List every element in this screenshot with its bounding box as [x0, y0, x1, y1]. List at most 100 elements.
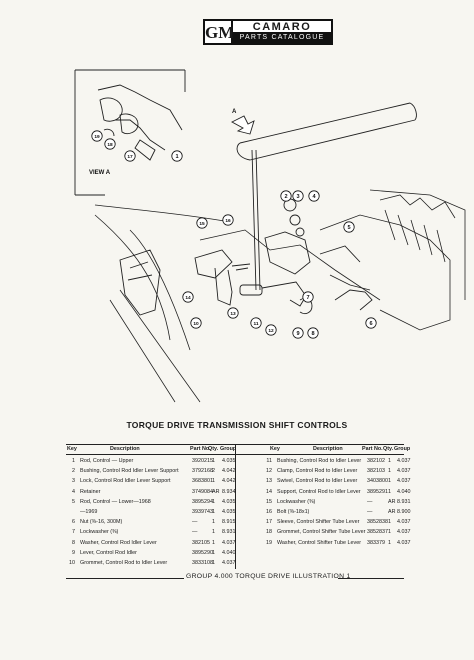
row-group: 4.037	[397, 478, 411, 485]
row-key: 17	[266, 519, 272, 526]
row-qty: 1	[388, 519, 391, 526]
row-qty: 1	[212, 478, 215, 485]
row-part-no: 382103	[367, 468, 385, 475]
mounting-bracket	[119, 249, 161, 316]
row-part-no: —	[367, 498, 373, 505]
row-group: 8.900	[397, 509, 411, 515]
row-description: Rod, Control — Upper	[80, 458, 134, 464]
row-part-no: 382105	[192, 539, 210, 546]
footer-rule	[338, 578, 404, 579]
callout-14: 14	[182, 291, 194, 303]
lower-control-rod	[319, 245, 373, 311]
callout-19: 19	[91, 130, 103, 142]
callout-label: 11	[253, 321, 258, 327]
row-part-no: —	[192, 529, 198, 536]
row-qty: 1	[388, 488, 391, 495]
callout-6: 6	[365, 317, 377, 329]
row-qty: AR	[388, 498, 396, 505]
brand-subtitle: PARTS CATALOGUE	[233, 32, 331, 43]
row-key: 18	[266, 529, 272, 536]
row-group: 4.040	[222, 549, 236, 556]
row-group: 4.037	[397, 519, 411, 526]
row-group: 4.035	[222, 509, 236, 515]
callout-label: 18	[107, 142, 113, 148]
row-part-no: 382102	[367, 458, 385, 464]
row-key: 10	[69, 560, 75, 566]
row-group: 4.037	[222, 539, 236, 546]
row-part-no: 3895291	[367, 488, 388, 495]
row-part-no: —	[192, 519, 198, 526]
row-part-no: 3683801	[192, 478, 213, 485]
callout-label: 5	[347, 225, 350, 231]
row-qty: 1	[388, 539, 391, 546]
row-key: 16	[266, 509, 272, 515]
row-group: 4.037	[397, 468, 411, 475]
row-qty: AR	[212, 488, 220, 495]
callout-4: 4	[308, 190, 320, 202]
row-part-no: 3833108	[192, 560, 213, 566]
row-key: 3	[72, 478, 75, 485]
row-qty: 1	[388, 468, 391, 475]
row-key: 13	[266, 478, 272, 485]
row-group: 4.040	[397, 488, 411, 495]
row-group: 8.915	[222, 519, 236, 526]
row-key: 14	[266, 488, 272, 495]
callout-1: 1	[171, 150, 183, 162]
row-description: Nut (⅜-16, 300M)	[80, 519, 123, 526]
row-qty: 2	[212, 468, 215, 475]
row-key: 19	[266, 539, 272, 546]
callout-label: 10	[193, 321, 199, 327]
row-description: Bolt (⅜-18x1)	[277, 509, 310, 515]
row-part-no: 3852838	[367, 519, 388, 526]
callout-10: 10	[190, 317, 202, 329]
view-a-label: VIEW A	[89, 170, 111, 176]
callout-label: 17	[127, 154, 133, 160]
row-part-no: 3939743	[192, 509, 213, 515]
row-part-no: 383379	[367, 539, 385, 546]
brand-title: CAMARO	[252, 21, 312, 33]
catalogue-brand: CAMARO PARTS CATALOGUE	[233, 19, 333, 45]
row-qty: 1	[212, 498, 215, 505]
callout-13: 13	[227, 307, 239, 319]
callout-label: 7	[306, 295, 309, 301]
callout-label: 15	[199, 221, 205, 227]
row-key: 8	[72, 539, 75, 546]
callout-label: 1	[175, 154, 178, 160]
callout-18: 18	[104, 138, 116, 150]
row-group: 8.931	[397, 498, 411, 505]
row-group: 4.035	[222, 498, 236, 505]
row-description: Grommet, Control Shifter Tube Lever	[277, 529, 366, 536]
header-part-no: Part No.	[362, 446, 383, 452]
callout-label: 14	[185, 295, 191, 301]
row-qty: 1	[212, 549, 215, 556]
row-group: 4.037	[397, 539, 411, 546]
row-group: 4.037	[397, 458, 411, 464]
row-group: 8.931	[222, 529, 236, 536]
header-description: Description	[110, 446, 140, 452]
row-part-no: 3852837	[367, 529, 388, 536]
row-description: Clamp, Control Rod to Idler Lever	[277, 468, 358, 475]
row-description: Support, Control Rod to Idler Lever	[277, 488, 361, 495]
steering-column	[236, 102, 417, 161]
row-description: —1969	[80, 509, 98, 515]
callout-5: 5	[343, 221, 355, 233]
row-group: 4.037	[222, 560, 236, 566]
row-description: Swivel, Control Rod to Idler Lever	[277, 478, 358, 485]
row-key: 1	[72, 458, 75, 464]
callout-11: 11	[250, 317, 262, 329]
callout-label: 8	[311, 331, 314, 337]
row-part-no: 3920215	[192, 458, 213, 464]
row-qty: 1	[212, 539, 215, 546]
row-key: 2	[72, 468, 75, 475]
row-description: Washer, Control Shifter Tube Lever	[277, 539, 361, 546]
header-qty: Qty.	[383, 446, 394, 452]
row-description: Bushing, Control Rod to Idler Lever	[277, 458, 362, 464]
callout-label: 2	[284, 194, 287, 200]
row-qty: 1	[388, 458, 391, 464]
callout-3: 3	[292, 190, 304, 202]
gm-logo: GM	[203, 19, 234, 45]
callout-9: 9	[292, 327, 304, 339]
callout-8: 8	[307, 327, 319, 339]
row-group: 4.042	[222, 478, 236, 485]
callout-7: 7	[302, 291, 314, 303]
